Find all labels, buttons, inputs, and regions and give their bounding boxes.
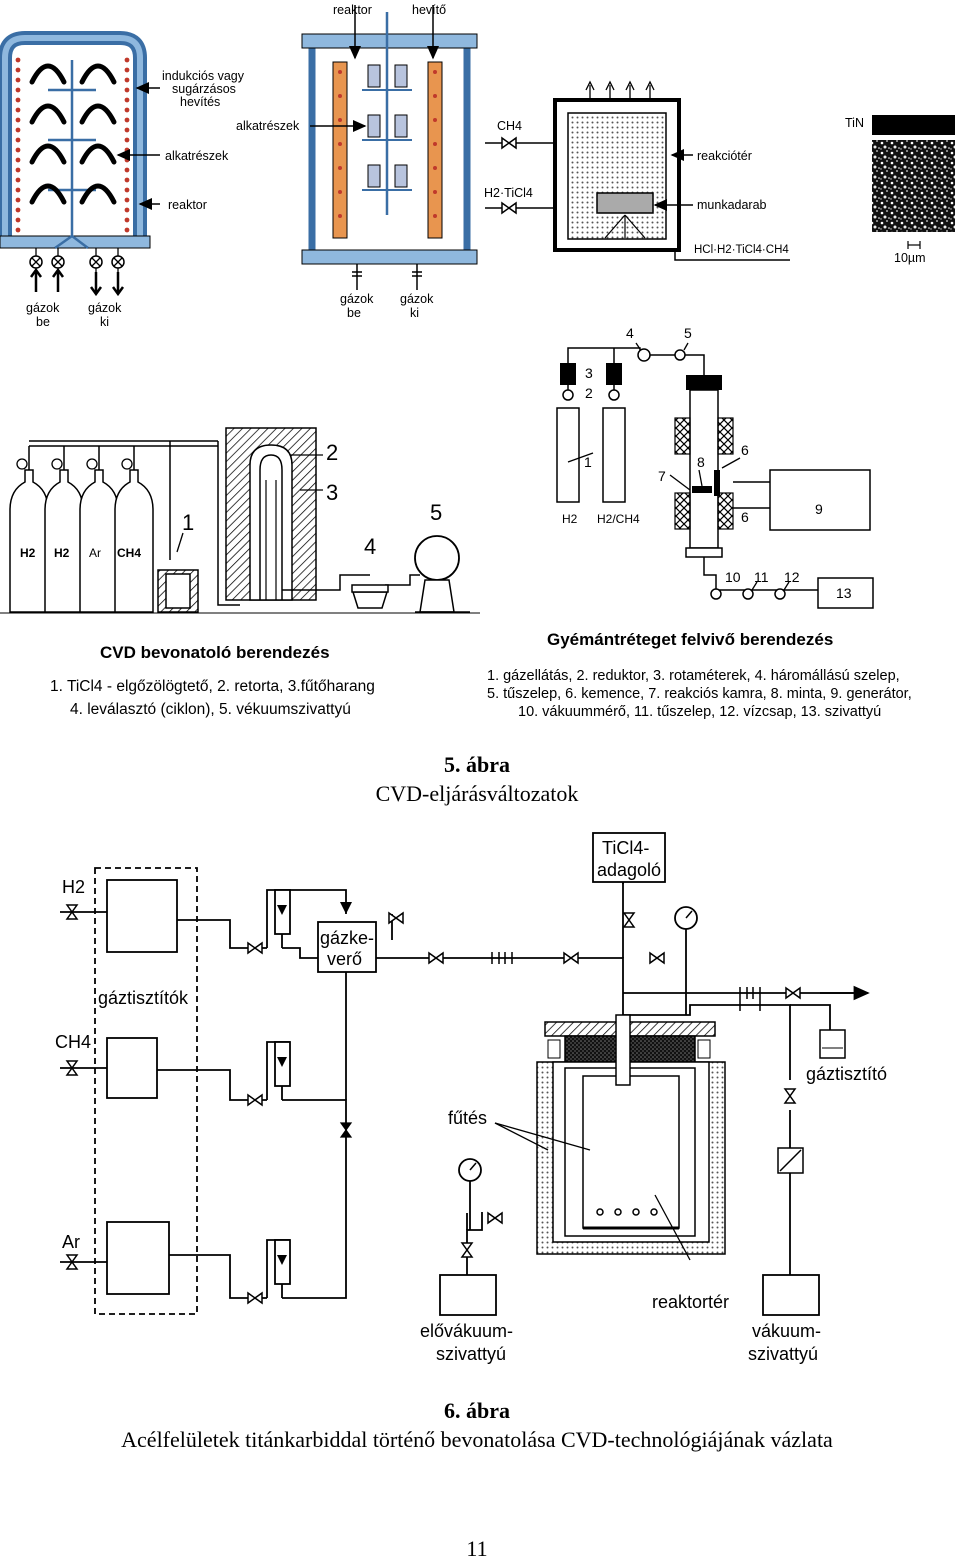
diamond-num-3: 3 — [585, 365, 593, 381]
diamond-caption-1: 1. gázellátás, 2. reduktor, 3. rotaméter… — [487, 668, 900, 684]
fig6-prevacuum-2: szivattyú — [436, 1344, 506, 1364]
label-reaction-space: reakciótér — [697, 149, 752, 163]
fig6-vacuum-2: szivattyú — [748, 1344, 818, 1364]
label-gas-in-a-1: gázok — [26, 301, 60, 315]
diamond-num-8: 8 — [697, 454, 705, 470]
fig6-heating: fűtés — [448, 1108, 487, 1128]
diamond-caption-3: 10. vákuummérő, 11. tűszelep, 12. vízcsa… — [518, 704, 881, 720]
diamond-num-13: 13 — [836, 585, 852, 601]
diamond-num-12: 12 — [784, 569, 800, 585]
fig6-ticl4-1: TiCl4- — [602, 838, 649, 858]
diamond-num-10: 10 — [725, 569, 741, 585]
label-induction-2: sugárzásos — [172, 82, 236, 96]
fig6-gas-ch4: CH4 — [55, 1032, 91, 1052]
label-ch4: CH4 — [497, 119, 522, 133]
diamond-title: Gyémántréteget felvivő berendezés — [547, 630, 833, 649]
label-induction-1: indukciós vagy — [162, 69, 245, 83]
fig6-number: 6. ábra — [444, 1398, 510, 1423]
cvd-num-4: 4 — [364, 534, 376, 559]
label-exhaust: HCl·H2·TiCl4·CH4 — [694, 244, 789, 256]
label-induction-3: hevítés — [180, 95, 220, 109]
fig6-components — [66, 832, 870, 1304]
diamond-coating-equipment: 4 5 3 2 1 6 6 7 8 9 10 11 12 13 H2 H2/CH… — [487, 325, 912, 720]
fig6-labels: H2 CH4 Ar gáztisztítók gázke- verő TiCl4… — [55, 838, 887, 1364]
label-reactor-a: reaktor — [168, 198, 207, 212]
fig6-vacuum-1: vákuum- — [752, 1321, 821, 1341]
micrograph-image — [872, 140, 955, 232]
diamond-num-5: 5 — [684, 325, 692, 341]
fig6-schematic — [60, 867, 860, 1315]
fig6-gas-ar: Ar — [62, 1232, 80, 1252]
panel-a-reactor: indukciós vagy sugárzásos hevítés alkatr… — [0, 31, 245, 329]
diamond-num-11: 11 — [754, 569, 769, 585]
bottle-label-3: Ar — [89, 546, 101, 560]
diamond-caption-2: 5. tűszelep, 6. kemence, 7. reakciós kam… — [487, 686, 912, 702]
fig6-reactor — [494, 1014, 726, 1261]
label-heater-b: hevítő — [412, 3, 446, 17]
panel-c-reaction-chamber: CH4 H2·TiCl4 reakciótér munkadarab HCl·H… — [484, 80, 790, 261]
bottle-label-2: H2 — [54, 546, 70, 560]
diamond-num-6b: 6 — [741, 509, 749, 525]
diamond-num-4: 4 — [626, 325, 634, 341]
bottle-label-1: H2 — [20, 546, 36, 560]
cvd-caption-1: 1. TiCl4 - elgőzölögtető, 2. retorta, 3.… — [50, 678, 375, 695]
label-gas-out-b-1: gázok — [400, 292, 434, 306]
label-tin: TiN — [845, 116, 864, 130]
panel-d-tin-micrograph: TiN 10µm — [845, 115, 955, 265]
label-gas-out-a-2: ki — [100, 315, 109, 329]
label-reactor-b: reaktor — [333, 3, 372, 17]
label-gas-in-b-2: be — [347, 306, 361, 320]
cvd-title: CVD bevonatoló berendezés — [100, 643, 330, 662]
cvd-num-5: 5 — [430, 500, 442, 525]
fig6-purifiers: gáztisztítók — [98, 988, 189, 1008]
label-gas-in-b-1: gázok — [340, 292, 374, 306]
fig6-prevacuum-1: elővákuum- — [420, 1321, 513, 1341]
diamond-num-1: 1 — [584, 454, 592, 470]
fig6-pumps — [439, 1274, 820, 1316]
diamond-num-7: 7 — [658, 468, 666, 484]
fig6-mixer-2: verő — [327, 949, 362, 969]
fig5-number: 5. ábra — [444, 752, 510, 777]
fig5-caption: 5. ábra CVD-eljárásváltozatok — [376, 752, 579, 806]
label-gas-in-a-2: be — [36, 315, 50, 329]
label-gas-out-b-2: ki — [410, 306, 419, 320]
diamond-num-9: 9 — [815, 501, 823, 517]
label-gas-out-a-1: gázok — [88, 301, 122, 315]
cvd-caption-2: 4. leválasztó (ciklon), 5. vékuumszivatt… — [70, 701, 351, 718]
bottle-label-4: CH4 — [117, 546, 141, 560]
cvd-num-3: 3 — [326, 480, 338, 505]
diamond-num-6a: 6 — [741, 442, 749, 458]
diamond-num-2: 2 — [585, 385, 593, 401]
fig6-reactor-space: reaktortér — [652, 1292, 729, 1312]
panel-b-reactor: reaktor hevítő alkatrészek gázok be gázo… — [236, 3, 478, 320]
diamond-bottle-1: H2 — [562, 512, 578, 526]
cvd-num-1: 1 — [182, 510, 194, 535]
fig6-mixer-1: gázke- — [320, 928, 374, 948]
label-workpiece: munkadarab — [697, 198, 767, 212]
label-h2ticl4: H2·TiCl4 — [484, 186, 533, 200]
label-scale: 10µm — [894, 251, 926, 265]
fig6-gas-h2: H2 — [62, 877, 85, 897]
label-parts-a: alkatrészek — [165, 149, 229, 163]
cvd-coating-equipment: H2 H2 Ar CH4 1 2 3 4 5 CVD bevonatoló be… — [0, 427, 480, 718]
fig5-title: CVD-eljárásváltozatok — [376, 781, 579, 806]
fig6-caption: 6. ábra Acélfelületek titánkarbiddal tör… — [121, 1398, 833, 1452]
diamond-bottle-2: H2/CH4 — [597, 512, 640, 526]
fig6-purifier-right: gáztisztító — [806, 1064, 887, 1084]
fig6-ticl4-2: adagoló — [597, 860, 661, 880]
page-number: 11 — [466, 1536, 487, 1561]
cvd-num-2: 2 — [326, 440, 338, 465]
fig6-title: Acélfelületek titánkarbiddal történő bev… — [121, 1427, 833, 1452]
label-parts-b: alkatrészek — [236, 119, 300, 133]
